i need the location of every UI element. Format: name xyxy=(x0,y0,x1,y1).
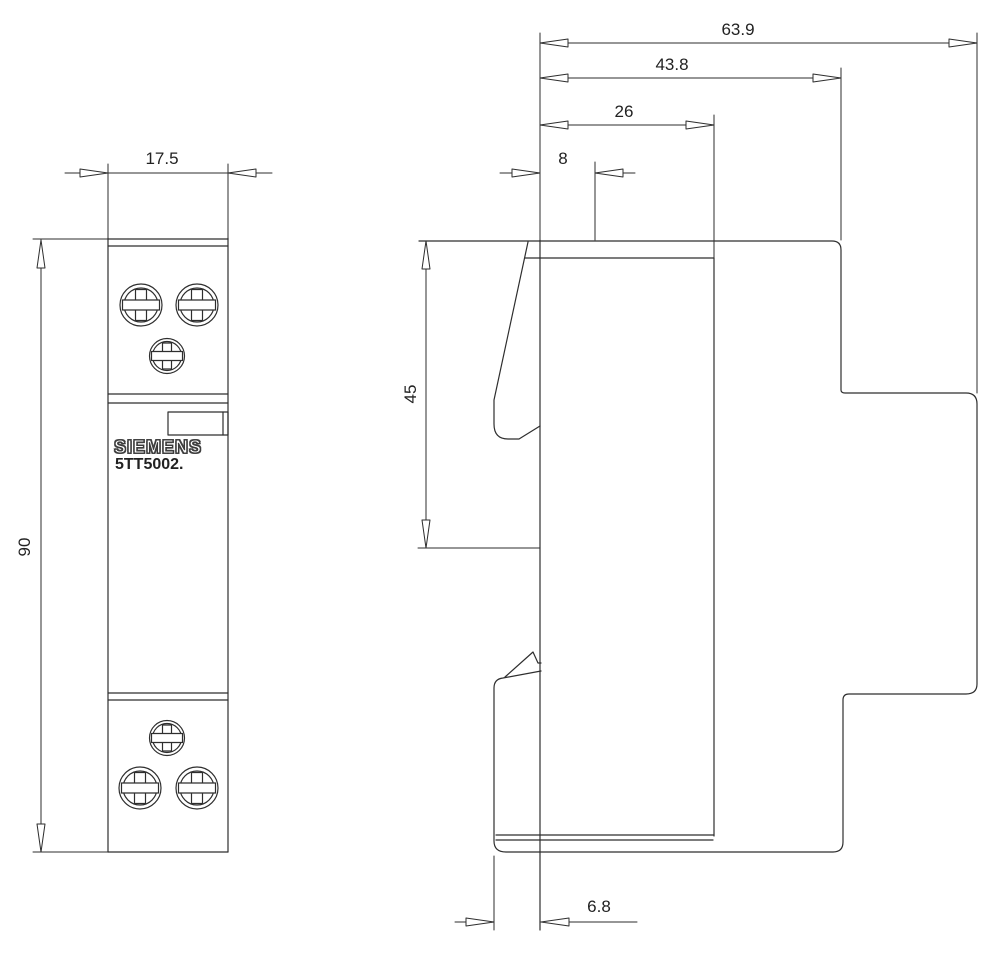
dimension-rail-offset xyxy=(454,855,638,931)
brand-logo: SIEMENS xyxy=(113,436,203,457)
model-number: 5TT5002. xyxy=(115,456,184,473)
screw-terminal xyxy=(175,766,219,810)
dim-label-body-depth: 43.8 xyxy=(655,55,689,74)
side-view-outline xyxy=(418,239,978,931)
dimension-front-height xyxy=(32,238,109,853)
dim-label-overall-depth: 63.9 xyxy=(721,20,755,39)
dim-label-upper-depth: 26 xyxy=(614,102,634,121)
dim-label-upper-height: 45 xyxy=(401,384,420,404)
din-rail-clip xyxy=(493,241,542,678)
dimension-front-width xyxy=(64,163,273,239)
screw-terminal xyxy=(118,766,162,810)
screw-terminal xyxy=(148,719,186,757)
dim-label-rail-offset: 6.8 xyxy=(587,897,611,916)
screw-terminal xyxy=(119,283,163,327)
screw-terminal xyxy=(148,337,186,375)
dimension-overall-depth xyxy=(539,32,978,394)
dim-label-top-offset: 8 xyxy=(558,149,568,168)
dimension-upper-height xyxy=(417,240,541,549)
dimension-body-depth xyxy=(539,67,842,241)
dimension-top-offset xyxy=(499,161,636,241)
dim-label-front-height: 90 xyxy=(15,537,34,557)
label-window xyxy=(167,411,229,436)
dim-label-front-width: 17.5 xyxy=(145,149,179,168)
dimension-upper-depth xyxy=(539,114,715,259)
front-view-outline xyxy=(107,237,229,853)
screw-terminal xyxy=(175,283,219,327)
